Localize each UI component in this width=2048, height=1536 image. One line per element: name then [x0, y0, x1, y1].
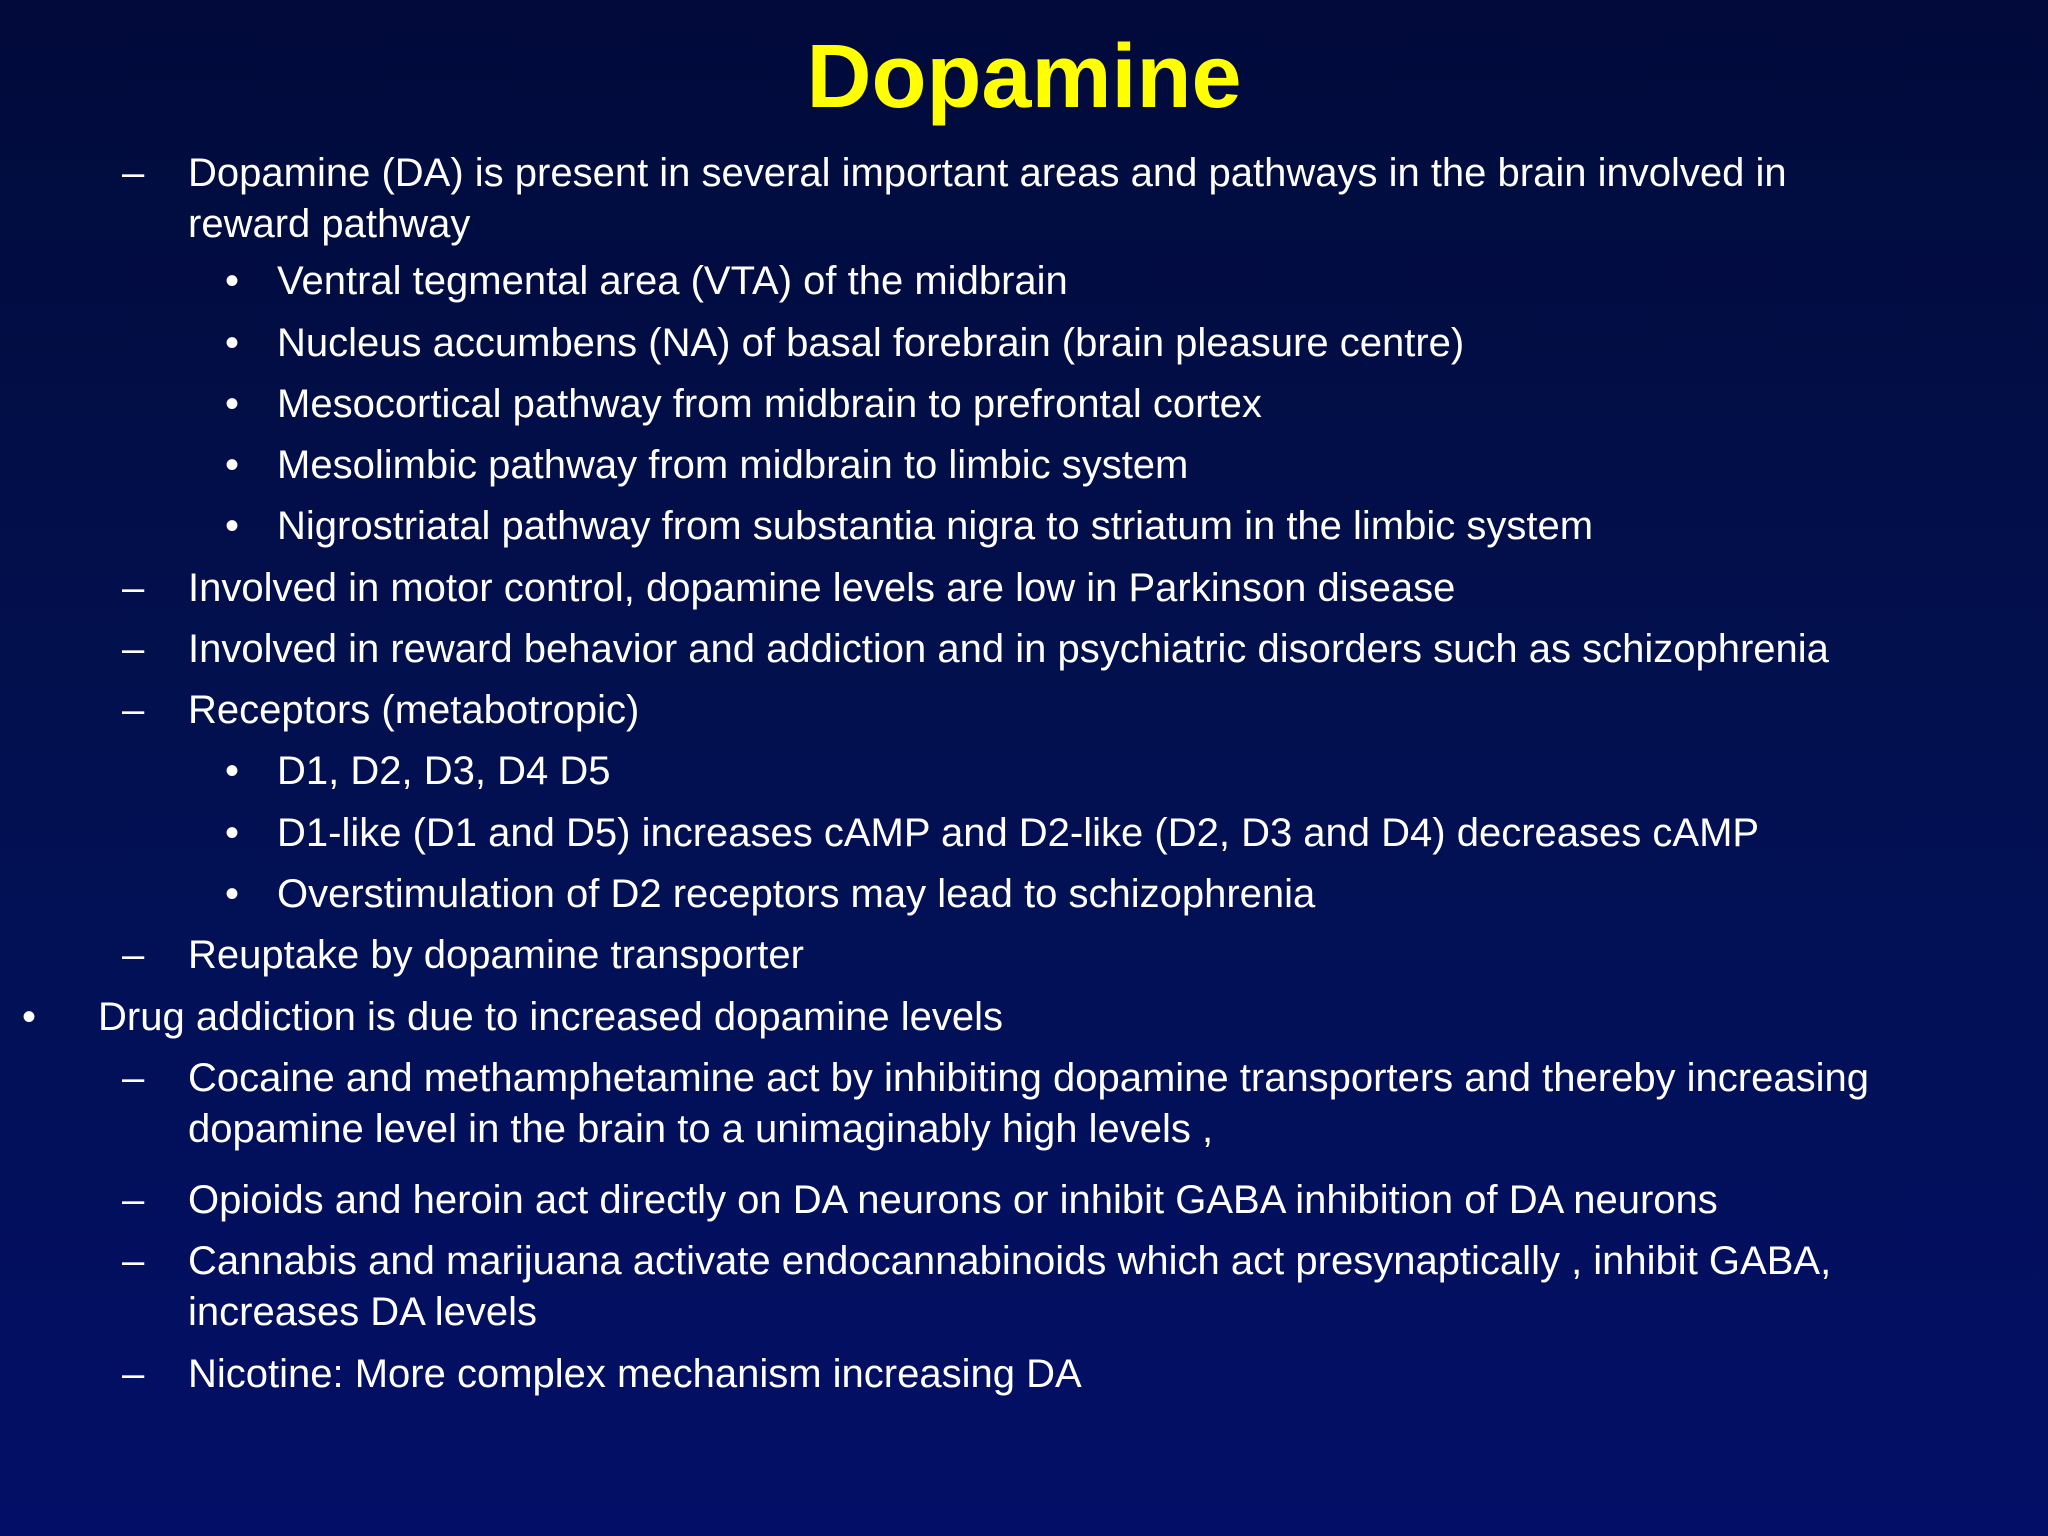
- bullet-marker: •: [225, 259, 240, 303]
- slide-title: Dopamine: [806, 27, 1242, 127]
- dash-marker: –: [122, 151, 145, 195]
- list-item-level-3: Nigrostriatal pathway from substantia ni…: [277, 504, 1594, 548]
- bullet-marker: •: [225, 443, 240, 487]
- dash-marker: –: [122, 1178, 145, 1222]
- list-item-level-2: Nicotine: More complex mechanism increas…: [188, 1352, 1082, 1396]
- list-item-level-3: D1, D2, D3, D4 D5: [277, 749, 611, 793]
- list-item-level-2: Involved in motor control, dopamine leve…: [188, 566, 1456, 610]
- list-item-level-3: Overstimulation of D2 receptors may lead…: [277, 872, 1316, 916]
- list-item-level-1: Drug addiction is due to increased dopam…: [98, 995, 1003, 1039]
- dash-marker: –: [122, 566, 145, 610]
- list-item-level-3: Ventral tegmental area (VTA) of the midb…: [277, 259, 1068, 303]
- list-item-level-2: Cocaine and methamphetamine act by inhib…: [188, 1056, 1869, 1100]
- list-item-level-3: Mesocortical pathway from midbrain to pr…: [277, 382, 1262, 426]
- list-item-level-2: Involved in reward behavior and addictio…: [188, 627, 1829, 671]
- bullet-marker: •: [225, 749, 240, 793]
- list-item-level-2: Cannabis and marijuana activate endocann…: [188, 1239, 1832, 1283]
- bullet-marker: •: [22, 995, 37, 1039]
- dash-marker: –: [122, 688, 145, 732]
- bullet-marker: •: [225, 504, 240, 548]
- list-item-level-3: Mesolimbic pathway from midbrain to limb…: [277, 443, 1189, 487]
- list-item-level-2: Opioids and heroin act directly on DA ne…: [188, 1178, 1718, 1222]
- list-item-level-2: Reuptake by dopamine transporter: [188, 933, 804, 977]
- bullet-marker: •: [225, 811, 240, 855]
- list-item-level-3: D1-like (D1 and D5) increases cAMP and D…: [277, 811, 1760, 855]
- bullet-marker: •: [225, 321, 240, 365]
- dash-marker: –: [122, 1056, 145, 1100]
- bullet-marker: •: [225, 872, 240, 916]
- list-item-level-3: Nucleus accumbens (NA) of basal forebrai…: [277, 321, 1465, 365]
- list-item-level-2: Dopamine (DA) is present in several impo…: [188, 151, 1787, 195]
- dash-marker: –: [122, 933, 145, 977]
- dash-marker: –: [122, 627, 145, 671]
- dash-marker: –: [122, 1352, 145, 1396]
- list-item-continuation: increases DA levels: [188, 1290, 538, 1334]
- list-item-level-2: Receptors (metabotropic): [188, 688, 640, 732]
- dash-marker: –: [122, 1239, 145, 1283]
- list-item-continuation: dopamine level in the brain to a unimagi…: [188, 1107, 1214, 1151]
- list-item-continuation: reward pathway: [188, 202, 471, 246]
- bullet-marker: •: [225, 382, 240, 426]
